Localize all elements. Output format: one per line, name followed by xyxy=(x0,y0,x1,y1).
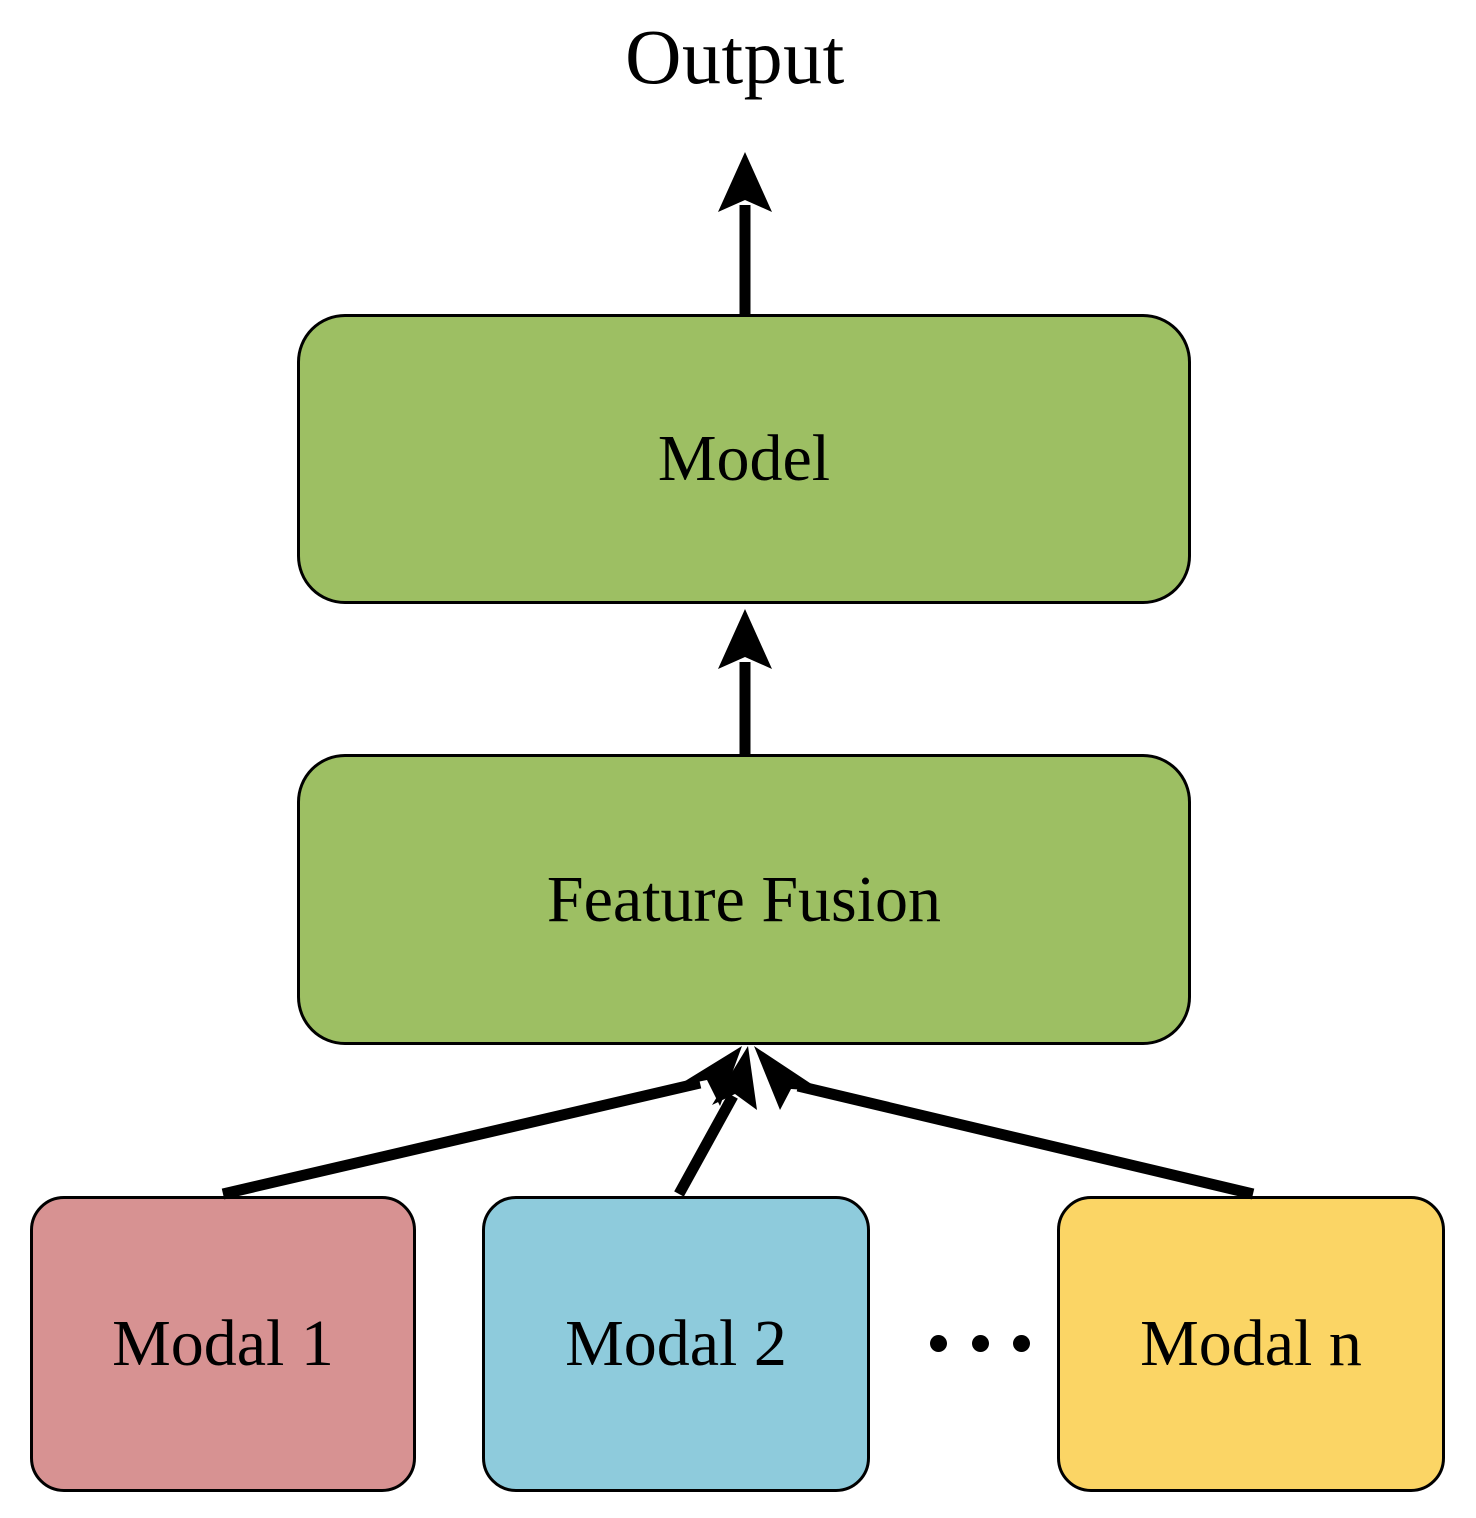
ellipsis-dot xyxy=(930,1334,947,1352)
arrow-model-to-output xyxy=(718,152,772,316)
ellipsis-dot xyxy=(1013,1334,1030,1352)
arrow-fusion-to-model xyxy=(718,609,772,756)
arrow-modal-n-to-fusion xyxy=(754,1046,1255,1200)
output-label-text: Output xyxy=(625,13,845,100)
arrow-modal-2-to-fusion xyxy=(674,1046,757,1197)
node-modal-2-label: Modal 2 xyxy=(565,1307,787,1381)
node-modal-n[interactable]: Modal n xyxy=(1057,1196,1445,1492)
node-model[interactable]: Model xyxy=(297,314,1191,604)
node-model-label: Model xyxy=(657,422,831,496)
node-feature-fusion[interactable]: Feature Fusion xyxy=(297,754,1191,1045)
arrow-modal-1-to-fusion xyxy=(221,1046,742,1200)
ellipsis-indicator xyxy=(930,1322,1030,1364)
node-modal-1[interactable]: Modal 1 xyxy=(30,1196,416,1492)
output-label: Output xyxy=(0,18,1476,96)
node-modal-n-label: Modal n xyxy=(1140,1307,1362,1381)
node-feature-fusion-label: Feature Fusion xyxy=(546,862,942,936)
ellipsis-dot xyxy=(971,1334,989,1352)
node-modal-1-label: Modal 1 xyxy=(112,1307,334,1381)
node-modal-2[interactable]: Modal 2 xyxy=(482,1196,870,1492)
